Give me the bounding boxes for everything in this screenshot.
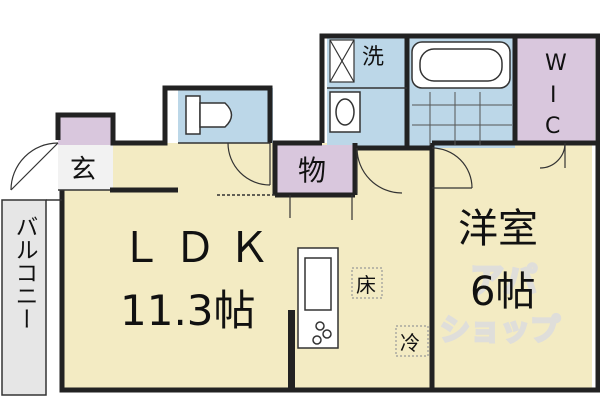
thin-lines bbox=[1, 87, 407, 396]
washbasin-fixture bbox=[329, 91, 361, 133]
floor-heating-mark: 床 bbox=[356, 273, 376, 297]
watermark: アパ ショップ bbox=[439, 260, 562, 350]
wic-label-i: I bbox=[550, 83, 557, 108]
western-room-size: 6帖 bbox=[470, 269, 535, 315]
refrigerator-mark: 冷 bbox=[400, 331, 420, 355]
floor-heating-box bbox=[351, 267, 383, 299]
storage-floor bbox=[275, 145, 355, 195]
wic-label-w: W bbox=[545, 51, 567, 76]
kitchen-counter bbox=[297, 247, 339, 349]
bathroom-tile-grid bbox=[412, 92, 512, 145]
ldk-size: 11.3帖 bbox=[120, 286, 256, 335]
watermark-line2: ショップ bbox=[440, 313, 561, 348]
toilet-fixture bbox=[185, 95, 233, 135]
storage-label: 物 bbox=[298, 154, 326, 187]
balcony-floor bbox=[2, 200, 46, 395]
laundry-label: 洗 bbox=[362, 45, 384, 70]
wic-label-c: C bbox=[545, 114, 560, 139]
ldk-label: ＬＤＫ bbox=[120, 223, 282, 272]
ldk-floor bbox=[62, 190, 432, 390]
bathtub-fixture bbox=[411, 41, 511, 89]
shoe-box bbox=[58, 115, 113, 145]
balcony-label: バルコニー bbox=[11, 215, 38, 330]
western-room-floor bbox=[432, 143, 592, 390]
walls bbox=[55, 33, 600, 393]
entrance-floor bbox=[58, 143, 113, 190]
door-swings bbox=[10, 142, 566, 220]
watermark-line1: アパ bbox=[470, 261, 537, 301]
wic-floor bbox=[515, 38, 595, 143]
western-room-label: 洋室 bbox=[458, 206, 538, 252]
entrance-label: 玄 bbox=[70, 155, 96, 185]
counter-wall bbox=[288, 310, 295, 390]
refrigerator-box bbox=[395, 325, 429, 357]
washing-machine-space bbox=[329, 39, 355, 83]
